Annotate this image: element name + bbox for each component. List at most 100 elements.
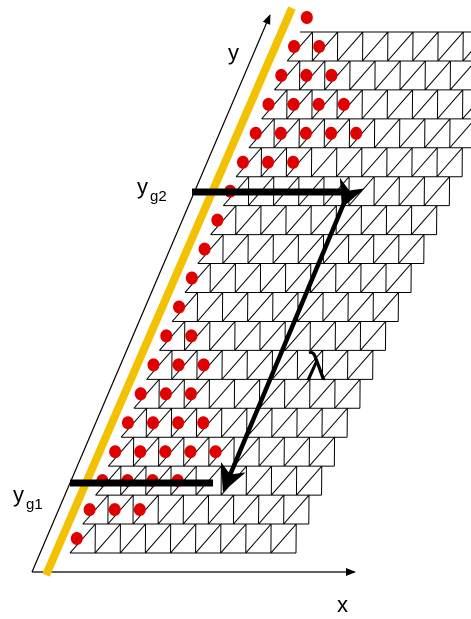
grid-line xyxy=(373,176,400,206)
grid-line xyxy=(271,407,298,438)
grid-line xyxy=(208,379,235,409)
yg2-label-subscript: g2 xyxy=(150,188,167,205)
occupied-site-dot xyxy=(325,68,338,82)
grid-line xyxy=(399,60,426,91)
occupied-site-dot xyxy=(249,126,262,140)
grid-line xyxy=(347,292,374,322)
grid-line xyxy=(221,407,248,438)
grid-line xyxy=(349,60,376,91)
occupied-site-dot xyxy=(197,416,210,430)
occupied-site-dot xyxy=(185,271,198,285)
grid-line xyxy=(361,147,388,178)
grid-line xyxy=(272,234,299,264)
grid-line xyxy=(398,176,425,206)
occupied-site-dot xyxy=(198,242,211,256)
grid-line xyxy=(386,89,413,120)
grid-line xyxy=(336,147,363,178)
grid-line xyxy=(296,407,323,438)
grid-line xyxy=(387,31,414,62)
grid-line xyxy=(424,60,451,91)
occupied-site-dot xyxy=(172,358,185,372)
grid-line xyxy=(322,350,349,380)
lambda-label: λ xyxy=(306,345,326,389)
occupied-site-dot xyxy=(300,11,313,25)
occupied-site-dot xyxy=(300,68,313,82)
grid-line xyxy=(144,523,172,554)
occupied-site-dot xyxy=(109,445,122,459)
grid-line xyxy=(220,523,247,554)
grid-line xyxy=(182,494,209,525)
grid-line xyxy=(157,494,184,525)
occupied-site-dot xyxy=(160,329,173,343)
occupied-site-dot xyxy=(312,97,325,111)
occupied-site-dot xyxy=(134,445,147,459)
occupied-site-dot xyxy=(184,387,197,401)
grid-line xyxy=(335,263,362,293)
occupied-site-dot xyxy=(134,387,147,401)
yg1-label-subscript: g1 xyxy=(26,496,43,513)
grid-line xyxy=(374,118,401,149)
grid-line xyxy=(283,494,310,525)
occupied-site-dot xyxy=(83,503,96,517)
occupied-site-dot xyxy=(325,126,338,140)
grid-line xyxy=(258,494,285,525)
grid-line xyxy=(259,263,287,293)
occupied-site-dot xyxy=(262,155,275,169)
occupied-site-dot xyxy=(350,126,363,140)
grid-line xyxy=(207,494,235,525)
grid-line xyxy=(258,436,285,467)
grid-line xyxy=(359,321,387,351)
grid-line xyxy=(234,321,261,351)
occupied-site-dot xyxy=(133,503,146,517)
grid-line xyxy=(222,234,249,264)
occupied-site-dot xyxy=(70,532,83,546)
grid-line xyxy=(285,205,312,235)
grid-line xyxy=(437,31,464,62)
grid-line xyxy=(209,321,236,351)
grid-line xyxy=(283,436,310,467)
grid-line xyxy=(462,51,471,62)
occupied-site-dot xyxy=(262,97,275,111)
grid-line xyxy=(361,89,388,120)
grid-line xyxy=(260,205,287,235)
grid-line xyxy=(385,263,412,293)
grid-line xyxy=(270,523,297,554)
occupied-site-dot xyxy=(159,445,172,459)
grid-line xyxy=(347,350,374,380)
occupied-site-dot xyxy=(185,329,198,343)
occupied-site-dot xyxy=(313,39,326,53)
grid-line xyxy=(235,205,262,235)
occupied-site-dot xyxy=(147,358,160,372)
grid-line xyxy=(423,176,450,206)
grid-line xyxy=(311,147,338,178)
grid-line xyxy=(373,234,400,264)
grid-line xyxy=(449,122,471,149)
grid-line xyxy=(247,292,274,322)
occupied-site-dot xyxy=(211,213,224,227)
occupied-site-dot xyxy=(197,358,210,372)
grid-line xyxy=(308,436,335,467)
occupied-sites xyxy=(70,11,363,546)
yellow-boundary-line xyxy=(42,6,296,577)
grid-line xyxy=(247,234,274,264)
occupied-site-dot xyxy=(121,416,134,430)
occupied-site-dot xyxy=(275,68,288,82)
grid-line xyxy=(221,350,248,380)
grid-line xyxy=(399,118,426,149)
grid-line xyxy=(424,118,451,149)
grid-line xyxy=(119,523,146,554)
occupied-site-dot xyxy=(236,155,249,169)
occupied-site-dot xyxy=(288,39,301,53)
grid-line xyxy=(449,65,471,91)
grid-line xyxy=(436,147,463,178)
grid-line xyxy=(296,465,323,496)
yg2-label-main: y xyxy=(137,174,148,199)
grid-line xyxy=(170,523,197,554)
occupied-site-dot xyxy=(172,416,185,430)
grid-line xyxy=(411,205,438,235)
grid-line xyxy=(337,31,364,62)
grid-line xyxy=(259,321,286,351)
occupied-site-dot xyxy=(287,155,300,169)
grid-line xyxy=(222,292,249,322)
grid-line xyxy=(245,465,272,496)
